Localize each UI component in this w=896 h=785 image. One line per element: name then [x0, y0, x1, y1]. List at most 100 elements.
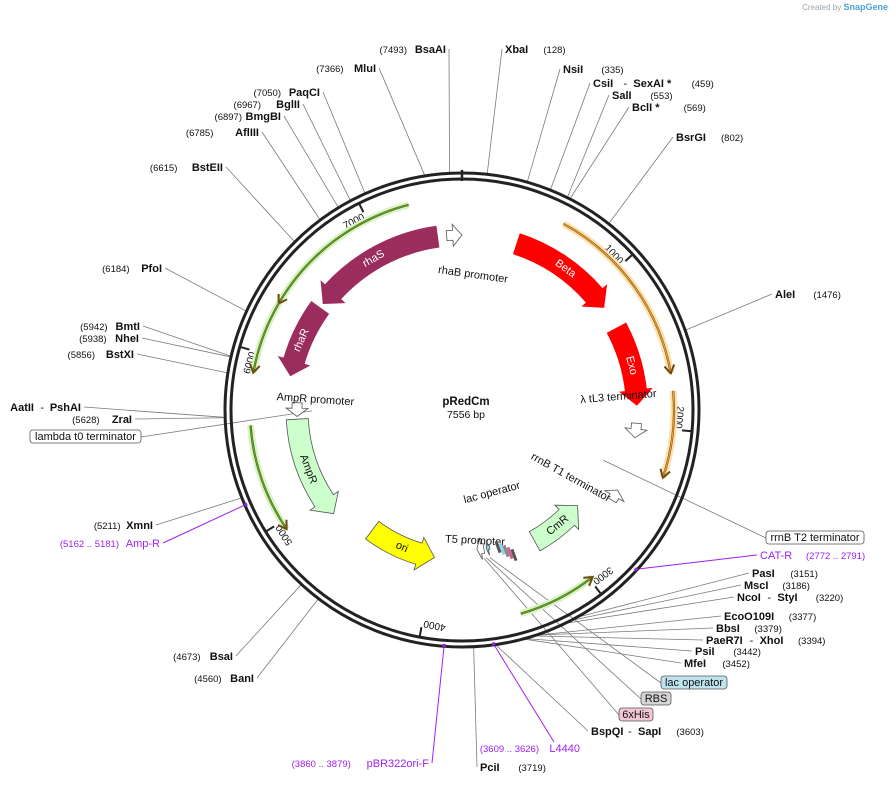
site-name: BanI — [230, 673, 254, 685]
site-name: PsiI — [695, 646, 715, 658]
site-pfoi: PfoI(6184) — [102, 263, 162, 275]
site-aatii: PshAI-AatII(5630) — [10, 402, 81, 414]
site-leader — [574, 584, 742, 621]
feature-label: T5 promoter — [445, 533, 506, 548]
site-name: PaeR7I — [706, 635, 743, 647]
site-paqci: PaqCI(7050) — [254, 87, 320, 99]
primer-mark — [633, 567, 639, 572]
site-leader — [580, 572, 750, 617]
site-name: NsiI — [563, 64, 583, 76]
site-bsteii: BstEII(6615) — [150, 162, 223, 174]
primer-range: (5162 .. 5181) — [60, 539, 119, 550]
site-position: (3220) — [816, 593, 843, 604]
site-leader — [225, 166, 295, 242]
feature-box-leader — [603, 459, 767, 539]
site-leader — [448, 48, 450, 173]
site-bmti: BmtI(5942) — [80, 321, 140, 333]
orf-arrowhead — [249, 363, 261, 375]
feature-box-label: lac operator — [665, 677, 723, 689]
primer-leader — [493, 643, 555, 743]
feature-box-bg — [640, 691, 672, 706]
site-name: BsrGI — [676, 132, 706, 144]
credit-prefix: Created by — [802, 3, 842, 12]
site-leader — [567, 94, 610, 197]
site-leader — [141, 337, 231, 358]
tick-mark — [624, 253, 634, 262]
site-zrai: ZraI(5628) — [72, 414, 132, 426]
feature-ampr-promoter — [284, 402, 310, 417]
leader-lines — [83, 48, 773, 768]
primer-range: (3609 .. 3626) — [480, 744, 539, 755]
site-name: NcoI — [737, 592, 761, 604]
site-bspqi: BspQI-SapI(3603) — [591, 726, 704, 738]
orf-arc-core — [278, 204, 409, 304]
feature-label: ori — [394, 539, 410, 555]
feature-t5-promoter — [476, 537, 486, 560]
site-leader — [496, 645, 589, 732]
feature-beta — [512, 233, 608, 308]
site-leader — [527, 638, 693, 652]
site-name: NheI — [115, 333, 139, 345]
site-position: (5211) — [94, 521, 121, 532]
site-bbsi: BbsI(3379) — [716, 623, 782, 635]
site-xmni: XmnI(5211) — [94, 520, 153, 532]
site-nhei: NheI (5938) — [79, 333, 139, 345]
site-position: (3186) — [782, 581, 809, 592]
site-nsii: NsiI (335) — [563, 64, 624, 76]
site-name-2: SapI — [638, 726, 661, 738]
feature-rhas — [320, 225, 440, 304]
tick-label: 4000 — [422, 618, 446, 633]
site-leader — [322, 91, 366, 193]
site-bsaai: BsaAI(7493) — [380, 44, 446, 56]
site-labels: XbaI(128)NsiI(335)CsiI-SexAI *(459)SalI(… — [10, 44, 865, 774]
site-name: SalI — [612, 90, 632, 102]
site-dash: - — [628, 726, 632, 738]
site-name: XbaI — [505, 44, 528, 56]
site-position: (128) — [543, 45, 565, 56]
site-position: (335) — [601, 65, 623, 76]
orf-arrowhead — [277, 519, 288, 531]
site-position: (5938) — [79, 334, 106, 345]
site-mfei: MfeI(3452) — [684, 658, 750, 670]
site-leader — [302, 103, 351, 201]
feature-label: rhaB promoter — [437, 264, 509, 286]
feature-box-bg — [765, 530, 865, 545]
site-bcli: BclI *(569) — [632, 102, 706, 114]
primer-l4440: L4440(3609 .. 3626) — [480, 642, 580, 755]
feature-box-bg — [618, 707, 654, 722]
site-leader — [473, 647, 478, 768]
site-bsrgi: BsrGI(802) — [676, 132, 743, 144]
site-leader — [685, 293, 773, 331]
tick-mark — [418, 627, 423, 638]
site-leader — [136, 353, 228, 374]
site-leader — [261, 131, 320, 220]
orf-arc-core — [662, 390, 675, 478]
feature-ori — [365, 520, 435, 571]
site-leader — [83, 406, 225, 418]
site-position: (3377) — [789, 612, 816, 623]
site-dash: - — [623, 78, 627, 90]
plasmid-name: pRedCm — [442, 396, 489, 408]
site-position: (5628) — [72, 415, 99, 426]
feature-box-lac-operator: lac operator — [660, 675, 728, 690]
site-name: AflIII — [235, 127, 259, 139]
site-ncoi: NcoI-StyI(3220) — [737, 592, 843, 604]
site-position: (6184) — [102, 264, 129, 275]
small-feature-mark — [502, 544, 510, 558]
site-position: (3603) — [676, 727, 703, 738]
site-name: PciI — [480, 762, 500, 774]
orf-arc-core — [563, 223, 672, 374]
site-name: PasI — [752, 568, 775, 580]
site-pcii: PciI(3719) — [480, 762, 546, 774]
site-position: (4673) — [173, 652, 200, 663]
site-name: BsaI — [210, 651, 233, 663]
site-position: (5856) — [68, 350, 95, 361]
orf-arrows — [247, 201, 678, 618]
site-name: MfeI — [684, 658, 706, 670]
primer-name: CAT-R — [760, 550, 792, 562]
site-leader — [608, 136, 674, 224]
site-leader — [527, 68, 561, 182]
primer-leader — [636, 554, 758, 570]
site-position: (7366) — [316, 64, 343, 75]
